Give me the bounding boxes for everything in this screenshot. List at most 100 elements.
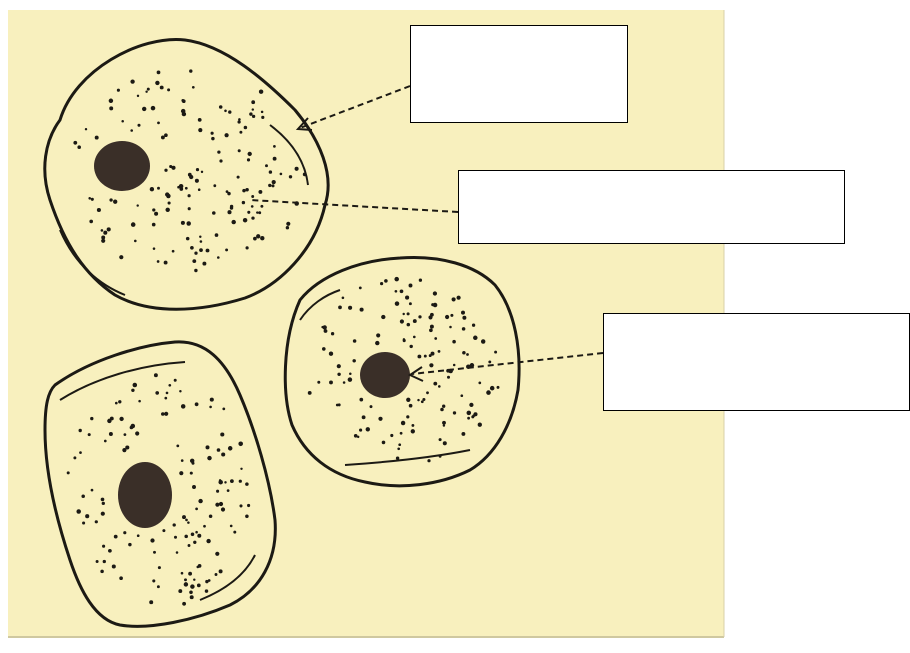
cytoplasm-granule	[220, 432, 224, 436]
cytoplasm-granule	[224, 133, 228, 137]
cytoplasm-granule	[384, 279, 388, 283]
cytoplasm-granule	[109, 99, 113, 103]
cytoplasm-granule	[209, 514, 213, 518]
cytoplasm-granule	[82, 521, 85, 524]
cytoplasm-granule	[239, 504, 242, 507]
cytoplasm-granule	[112, 564, 116, 568]
cytoplasm-granule	[186, 221, 190, 225]
cytoplasm-granule	[411, 429, 415, 433]
cytoplasm-granule	[88, 197, 91, 200]
cytoplasm-granule	[481, 339, 485, 343]
cytoplasm-granule	[417, 399, 419, 401]
nucleus	[118, 462, 172, 528]
cytoplasm-granule	[273, 157, 277, 161]
cytoplasm-granule	[494, 351, 497, 354]
cytoplasm-granule	[160, 86, 164, 90]
cytoplasm-granule	[119, 255, 123, 259]
cytoplasm-granule	[217, 150, 220, 153]
cytoplasm-granule	[184, 535, 188, 539]
cytoplasm-granule	[261, 111, 264, 114]
cytoplasm-granule	[409, 404, 413, 408]
cytoplasm-granule	[400, 432, 403, 435]
cytoplasm-granule	[438, 385, 441, 388]
cytoplasm-granule	[184, 582, 188, 586]
cytoplasm-granule	[150, 538, 154, 542]
cytoplasm-granule	[101, 498, 105, 502]
cytoplasm-granule	[181, 459, 184, 462]
cytoplasm-granule	[249, 112, 252, 115]
cytoplasm-granule	[238, 149, 241, 152]
cytoplasm-granule	[91, 489, 94, 492]
cytoplasm-granule	[185, 519, 188, 522]
cytoplasm-granule	[424, 355, 427, 358]
cytoplasm-granule	[323, 325, 327, 329]
cytoplasm-granule	[303, 173, 307, 177]
cytoplasm-granule	[189, 69, 192, 72]
cytoplasm-granule	[161, 412, 165, 416]
cytoplasm-granule	[461, 432, 465, 436]
cytoplasm-granule	[131, 389, 134, 392]
cytoplasm-granule	[402, 313, 404, 315]
label-box-2[interactable]	[458, 170, 845, 244]
label-box-1[interactable]	[410, 25, 628, 123]
cytoplasm-granule	[268, 184, 271, 187]
cytoplasm-granule	[137, 95, 139, 97]
cytoplasm-granule	[242, 189, 246, 193]
cytoplasm-granule	[452, 297, 456, 301]
cytoplasm-granule	[280, 173, 283, 176]
cytoplasm-granule	[164, 397, 167, 400]
cytoplasm-granule	[96, 560, 99, 563]
cytoplasm-granule	[460, 394, 463, 397]
cytoplasm-granule	[85, 514, 89, 518]
cytoplasm-granule	[158, 566, 161, 569]
cytoplasm-granule	[137, 204, 139, 206]
cytoplasm-granule	[221, 452, 225, 456]
cytoplasm-granule	[469, 403, 473, 407]
cytoplasm-granule	[95, 520, 98, 523]
cytoplasm-granule	[212, 211, 216, 215]
cytoplasm-granule	[90, 417, 93, 420]
cytoplasm-granule	[192, 485, 196, 489]
cytoplasm-granule	[88, 433, 91, 436]
cytoplasm-granule	[188, 194, 191, 197]
cytoplasm-granule	[295, 167, 299, 171]
cytoplasm-granule	[197, 534, 201, 538]
cytoplasm-granule	[467, 417, 470, 420]
cytoplasm-granule	[240, 468, 242, 470]
cytoplasm-granule	[273, 145, 276, 148]
cytoplasm-granule	[177, 186, 180, 189]
cytoplasm-granule	[124, 433, 127, 436]
cytoplasm-granule	[418, 315, 421, 318]
cytoplasm-granule	[227, 210, 231, 214]
cytoplasm-granule	[258, 211, 261, 214]
cytoplasm-granule	[440, 408, 444, 412]
cytoplasm-granule	[431, 352, 435, 356]
cytoplasm-granule	[168, 201, 171, 204]
cytoplasm-granule	[181, 404, 186, 409]
cytoplasm-granule	[252, 108, 254, 110]
cytoplasm-granule	[352, 359, 355, 362]
cytoplasm-granule	[286, 222, 290, 226]
cytoplasm-granule	[201, 171, 203, 173]
cytoplasm-granule	[164, 412, 168, 416]
cytoplasm-granule	[154, 373, 158, 377]
cytoplasm-granule	[478, 423, 482, 427]
cytoplasm-granule	[272, 180, 276, 184]
cytoplasm-granule	[256, 211, 258, 213]
cytoplasm-granule	[265, 164, 268, 167]
cytoplasm-granule	[259, 89, 263, 93]
cytoplasm-granule	[271, 184, 274, 187]
cytoplasm-granule	[434, 337, 437, 340]
cytoplasm-granule	[357, 436, 359, 438]
cytoplasm-granule	[85, 128, 87, 130]
cytoplasm-granule	[101, 236, 105, 240]
cytoplasm-granule	[121, 120, 124, 123]
cytoplasm-granule	[219, 569, 223, 573]
cytoplasm-granule	[200, 240, 203, 243]
cytoplasm-granule	[231, 220, 235, 224]
cytoplasm-granule	[395, 290, 398, 293]
label-box-3[interactable]	[603, 313, 910, 411]
cytoplasm-granule	[108, 549, 112, 553]
cytoplasm-granule	[102, 545, 105, 548]
